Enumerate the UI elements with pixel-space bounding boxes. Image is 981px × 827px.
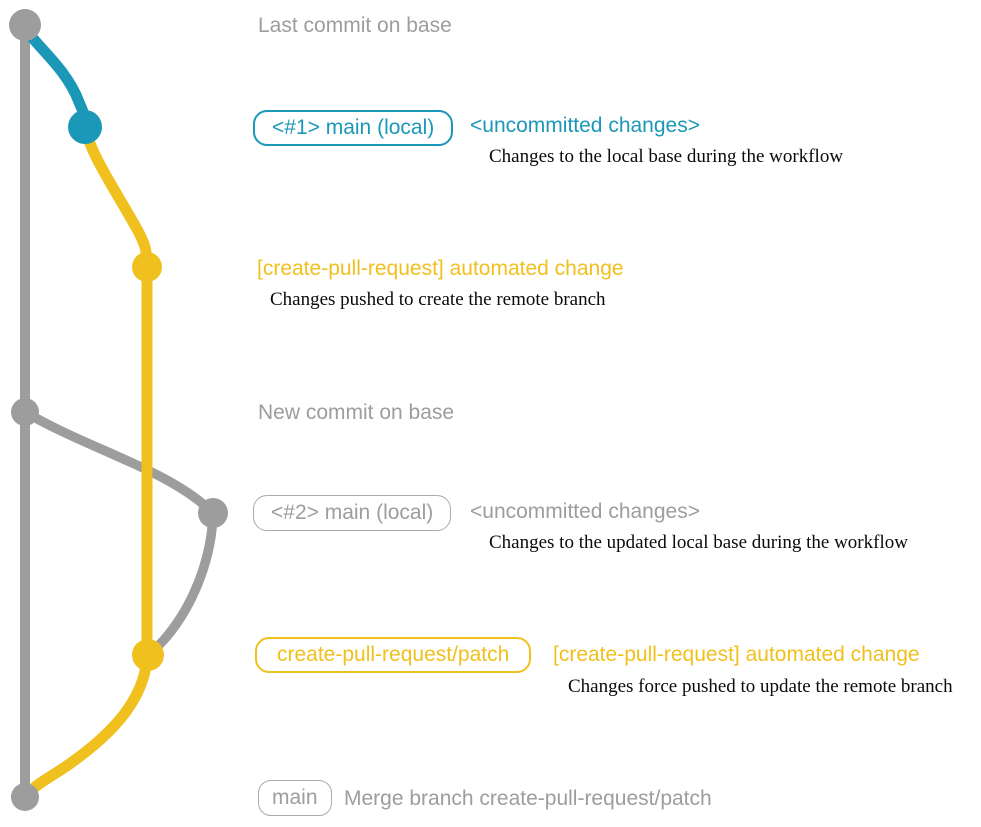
commit-node-merge xyxy=(11,783,39,811)
local-branch-line xyxy=(19,22,91,133)
commit-title-automated-1: [create-pull-request] automated change xyxy=(257,257,624,280)
commit-node-local-1 xyxy=(68,110,102,144)
commit-title-uncommitted-2: <uncommitted changes> xyxy=(470,500,700,523)
commit-title-merge: Merge branch create-pull-request/patch xyxy=(344,787,712,810)
commit-node-last-base xyxy=(9,9,41,41)
label-new-commit-on-base: New commit on base xyxy=(258,401,455,424)
label-last-commit-on-base: Last commit on base xyxy=(258,14,452,37)
commit-desc-automated-1: Changes pushed to create the remote bran… xyxy=(270,289,606,310)
commit-node-automated-2 xyxy=(132,639,164,671)
commit-node-local-2 xyxy=(198,498,228,528)
commit-node-automated-1 xyxy=(132,252,162,282)
commit-title-automated-2: [create-pull-request] automated change xyxy=(553,643,920,666)
commit-desc-uncommitted-1: Changes to the local base during the wor… xyxy=(489,146,844,167)
branch-pill-main-local-2: <#2> main (local) xyxy=(253,495,452,531)
pr-branch-line xyxy=(79,121,153,661)
branch-line-updated-local xyxy=(20,407,218,518)
commit-desc-automated-2: Changes force pushed to update the remot… xyxy=(568,676,953,697)
branch-pill-create-pull-request-patch: create-pull-request/patch xyxy=(255,637,532,673)
commit-node-new-base xyxy=(11,398,39,426)
commit-title-uncommitted-1: <uncommitted changes> xyxy=(470,114,700,137)
branch-pill-main: main xyxy=(258,780,332,816)
branch-line-updated-local-return xyxy=(143,508,218,660)
branch-pill-main-local-1: <#1> main (local) xyxy=(253,110,454,146)
pr-branch-merge-line xyxy=(19,652,153,803)
commit-desc-uncommitted-2: Changes to the updated local base during… xyxy=(489,532,908,553)
git-graph xyxy=(9,9,228,811)
